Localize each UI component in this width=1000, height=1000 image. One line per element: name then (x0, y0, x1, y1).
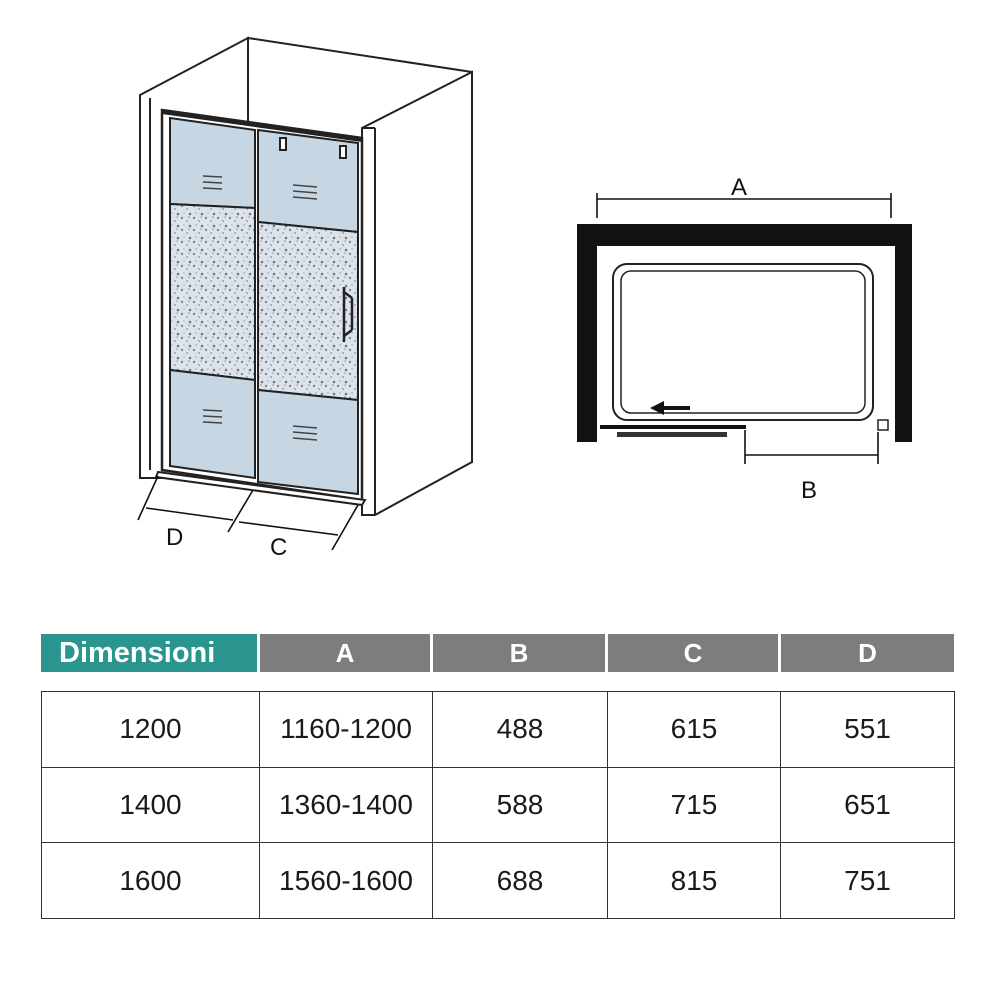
door-handle (342, 287, 354, 342)
dimension-lines-front (137, 475, 359, 551)
shower-tray (612, 263, 874, 421)
table-cell: 1560-1600 (259, 842, 433, 919)
fixed-panel-bottom (169, 368, 256, 480)
table-cell: 751 (780, 842, 955, 919)
plan-fixed-glass (600, 425, 746, 429)
enclosure-3d-view (137, 36, 473, 551)
table-cell: 1360-1400 (259, 766, 433, 844)
etched-stripes (202, 175, 318, 441)
table-row: 1200 1160-1200 488 615 551 (41, 691, 955, 768)
table-cell: 1200 (41, 691, 260, 768)
header-a: A (260, 634, 430, 672)
fixed-panel-frosted (169, 202, 256, 382)
table-cell: 551 (780, 691, 955, 768)
label-d: D (166, 524, 183, 551)
table-cell: 1600 (41, 842, 260, 919)
table-cell: 815 (607, 842, 781, 919)
bottom-track (154, 470, 367, 507)
table-cell: 715 (607, 766, 781, 844)
product-diagram: D C A B (137, 36, 912, 561)
table-row: 1400 1360-1400 588 715 651 (41, 766, 955, 844)
table-cell: 1160-1200 (259, 691, 433, 768)
table-cell: 1400 (41, 766, 260, 844)
table-cell: 488 (432, 691, 608, 768)
table-cell: 615 (607, 691, 781, 768)
header-b: B (433, 634, 605, 672)
door-panel-bottom (257, 388, 359, 496)
table-row: 1600 1560-1600 688 815 751 (41, 842, 955, 919)
label-a: A (731, 174, 747, 201)
table-cell: 688 (432, 842, 608, 919)
header-c: C (608, 634, 778, 672)
plan-view (577, 193, 912, 464)
dimensions-table: 1200 1160-1200 488 615 551 1400 1360-140… (41, 691, 955, 919)
label-c: C (270, 534, 287, 561)
slide-arrow-icon (650, 401, 690, 415)
table-cell: 651 (780, 766, 955, 844)
header-d: D (781, 634, 954, 672)
fixed-panel-top (169, 116, 256, 210)
table-cell: 588 (432, 766, 608, 844)
header-dimensioni: Dimensioni (41, 634, 257, 672)
label-b: B (801, 477, 817, 504)
right-wall (361, 70, 473, 516)
plan-door-glass (617, 432, 727, 437)
plan-walls (577, 224, 912, 442)
